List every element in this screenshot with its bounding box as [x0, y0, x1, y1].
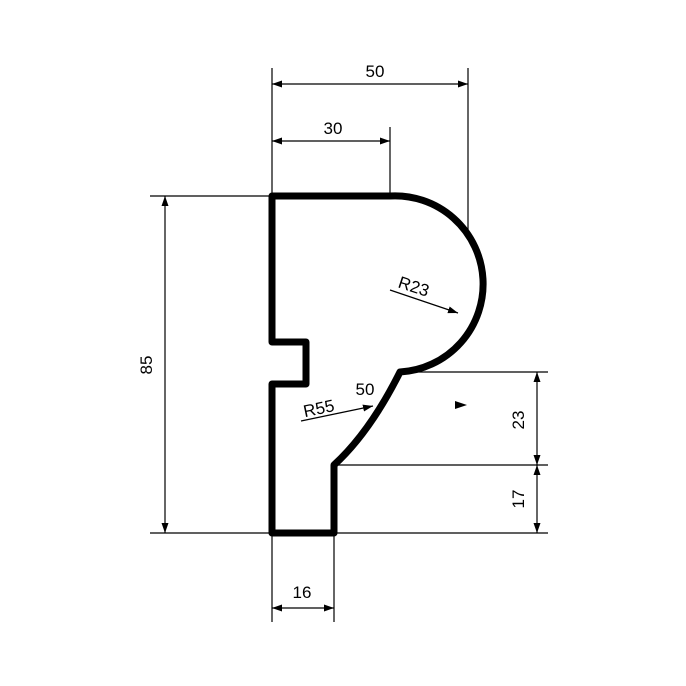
radius-leader-r55 [300, 404, 374, 422]
dim-upper-right-height: 23 [509, 411, 528, 430]
profile-outline [268, 192, 487, 537]
dim-lower-right-height: 17 [509, 490, 528, 509]
dim-base-width: 16 [293, 583, 312, 602]
extension-lines [150, 68, 548, 622]
dim-overall-width: 50 [366, 62, 385, 81]
dim-top-width: 30 [324, 119, 343, 138]
direction-mark [455, 401, 467, 409]
radius-leader-r23 [389, 289, 459, 314]
dim-curve-label: 50 [356, 380, 375, 399]
dim-overall-height: 85 [137, 356, 156, 375]
dimension-lines [161, 80, 541, 612]
